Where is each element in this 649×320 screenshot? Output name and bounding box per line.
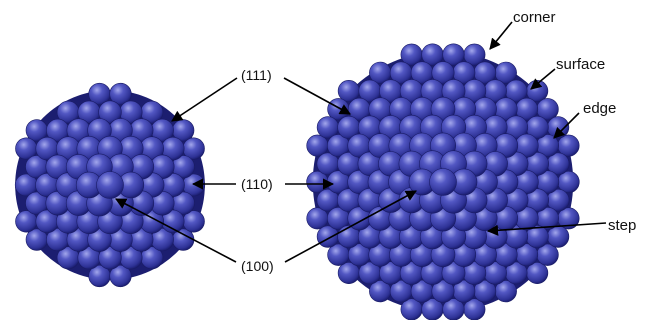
small-nanoparticle <box>15 83 205 287</box>
label-edge: edge <box>583 100 616 117</box>
small-nanoparticle-atom <box>97 172 124 199</box>
label-110: (110) <box>241 176 273 192</box>
large-nanoparticle <box>307 44 580 320</box>
arrow-111-left <box>172 78 237 121</box>
label-100: (100) <box>241 258 274 274</box>
label-corner: corner <box>513 9 556 26</box>
label-step: step <box>608 217 636 234</box>
large-nanoparticle-atom <box>430 169 457 196</box>
label-surface: surface <box>556 56 605 73</box>
label-111: (111) <box>241 67 272 83</box>
arrow-corner <box>490 22 512 49</box>
